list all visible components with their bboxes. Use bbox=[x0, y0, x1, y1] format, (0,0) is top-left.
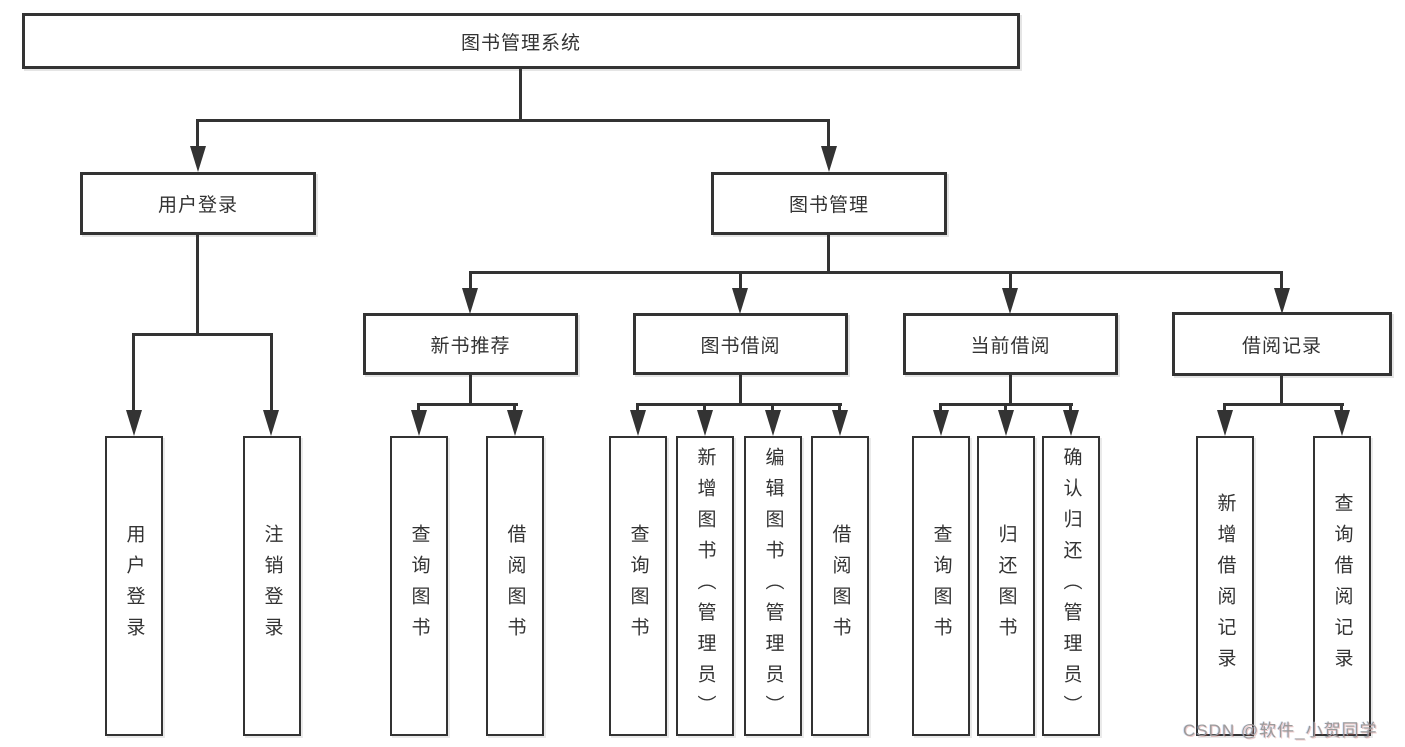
leaf-query-borrow-record: 查询借阅记录 bbox=[1313, 436, 1371, 736]
edge-line bbox=[469, 271, 1283, 274]
edge-line bbox=[1009, 375, 1012, 405]
edge-line bbox=[469, 271, 472, 291]
arrowhead-icon bbox=[765, 410, 781, 436]
leaf-label: 查询图书 bbox=[627, 524, 649, 648]
node-book-management: 图书管理 bbox=[711, 172, 947, 235]
edge-line bbox=[270, 333, 273, 411]
arrowhead-icon bbox=[263, 410, 279, 436]
node-label: 新书推荐 bbox=[430, 335, 511, 357]
edge-line bbox=[132, 333, 273, 336]
edge-line bbox=[1223, 403, 1226, 413]
node-label: 图书借阅 bbox=[700, 335, 781, 357]
node-label: 当前借阅 bbox=[970, 335, 1051, 357]
edge-line bbox=[469, 375, 472, 405]
arrowhead-icon bbox=[998, 410, 1014, 436]
csdn-watermark: CSDN @软件_小贺同学 bbox=[1183, 721, 1378, 740]
leaf-label: 确认归还（管理员） bbox=[1060, 446, 1082, 726]
leaf-query-books-recommend: 查询图书 bbox=[390, 436, 448, 736]
leaf-query-books-current: 查询图书 bbox=[912, 436, 970, 736]
leaf-return-books: 归还图书 bbox=[977, 436, 1035, 736]
node-user-login: 用户登录 bbox=[80, 172, 316, 235]
leaf-logout: 注销登录 bbox=[243, 436, 301, 736]
arrowhead-icon bbox=[1217, 410, 1233, 436]
arrowhead-icon bbox=[411, 410, 427, 436]
node-label: 图书管理系统 bbox=[460, 32, 581, 54]
edge-line bbox=[513, 403, 516, 413]
node-label: 用户登录 bbox=[157, 195, 238, 216]
arrowhead-icon bbox=[732, 288, 748, 314]
leaf-user-login: 用户登录 bbox=[105, 436, 163, 736]
arrowhead-icon bbox=[190, 146, 206, 172]
edge-line bbox=[1069, 403, 1072, 413]
leaf-label: 查询借阅记录 bbox=[1331, 493, 1353, 679]
node-library-management-system: 图书管理系统 bbox=[22, 13, 1020, 69]
edge-line bbox=[1009, 271, 1012, 291]
edge-line bbox=[636, 403, 639, 413]
leaf-confirm-return-admin: 确认归还（管理员） bbox=[1042, 436, 1100, 736]
edge-line bbox=[771, 403, 774, 413]
node-current-borrowing: 当前借阅 bbox=[903, 313, 1118, 375]
edge-line bbox=[703, 403, 706, 413]
arrowhead-icon bbox=[1334, 410, 1350, 436]
leaf-label: 新增借阅记录 bbox=[1214, 493, 1236, 679]
edge-line bbox=[1280, 271, 1283, 291]
leaf-label: 查询图书 bbox=[408, 524, 430, 648]
node-book-borrowing: 图书借阅 bbox=[633, 313, 848, 375]
leaf-borrow-books: 借阅图书 bbox=[811, 436, 869, 736]
arrowhead-icon bbox=[1063, 410, 1079, 436]
arrowhead-icon bbox=[507, 410, 523, 436]
arrowhead-icon bbox=[126, 410, 142, 436]
leaf-label: 编辑图书（管理员） bbox=[762, 446, 784, 726]
edge-line bbox=[1280, 376, 1283, 405]
edge-line bbox=[636, 403, 842, 406]
node-new-book-recommend: 新书推荐 bbox=[363, 313, 578, 375]
edge-line bbox=[827, 119, 830, 148]
arrowhead-icon bbox=[933, 410, 949, 436]
arrowhead-icon bbox=[1002, 288, 1018, 314]
node-label: 借阅记录 bbox=[1241, 335, 1322, 357]
edge-line bbox=[196, 119, 830, 122]
leaf-label: 用户登录 bbox=[123, 524, 145, 648]
edge-line bbox=[838, 403, 841, 413]
edge-line bbox=[196, 119, 199, 148]
edge-line bbox=[519, 68, 522, 121]
edge-line bbox=[827, 235, 830, 274]
leaf-add-borrow-record: 新增借阅记录 bbox=[1196, 436, 1254, 736]
arrowhead-icon bbox=[832, 410, 848, 436]
node-borrowing-records: 借阅记录 bbox=[1172, 312, 1392, 376]
arrowhead-icon bbox=[821, 146, 837, 172]
leaf-label: 注销登录 bbox=[261, 524, 283, 648]
edge-line bbox=[417, 403, 420, 413]
arrowhead-icon bbox=[697, 410, 713, 436]
edge-line bbox=[739, 271, 742, 291]
leaf-label: 借阅图书 bbox=[829, 524, 851, 648]
edge-line bbox=[1004, 403, 1007, 413]
leaf-label: 归还图书 bbox=[995, 524, 1017, 648]
leaf-edit-books-admin: 编辑图书（管理员） bbox=[744, 436, 802, 736]
edge-line bbox=[417, 403, 518, 406]
edge-line bbox=[1223, 403, 1344, 406]
edge-line bbox=[196, 235, 199, 335]
leaf-label: 新增图书（管理员） bbox=[694, 446, 716, 726]
leaf-query-books-borrowing: 查询图书 bbox=[609, 436, 667, 736]
leaf-add-books-admin: 新增图书（管理员） bbox=[676, 436, 734, 736]
leaf-label: 查询图书 bbox=[930, 524, 952, 648]
arrowhead-icon bbox=[630, 410, 646, 436]
edge-line bbox=[939, 403, 942, 413]
arrowhead-icon bbox=[1274, 288, 1290, 314]
leaf-label: 借阅图书 bbox=[504, 524, 526, 648]
leaf-borrow-books-recommend: 借阅图书 bbox=[486, 436, 544, 736]
node-label: 图书管理 bbox=[788, 195, 869, 216]
edge-line bbox=[1340, 403, 1343, 413]
edge-line bbox=[132, 333, 135, 411]
arrowhead-icon bbox=[462, 288, 478, 314]
edge-line bbox=[739, 375, 742, 405]
